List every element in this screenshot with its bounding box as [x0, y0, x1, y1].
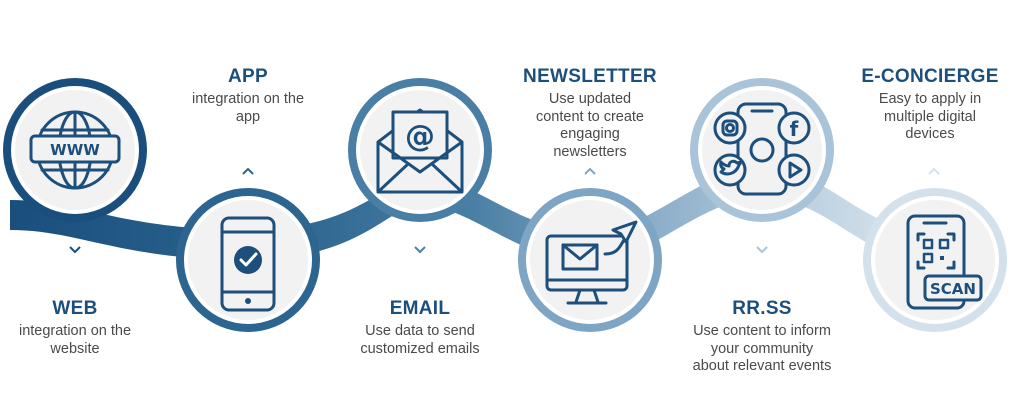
- chevron-down-icon: [69, 246, 81, 254]
- svg-text:@: @: [405, 119, 435, 154]
- svg-text:SCAN: SCAN: [930, 280, 976, 298]
- step-desc: Use updated content to create engaging n…: [535, 91, 644, 160]
- step-web: WEB integration on the website: [0, 298, 160, 358]
- step-desc: Easy to apply in multiple digital device…: [878, 91, 982, 142]
- svg-text:f: f: [790, 117, 799, 141]
- chevron-up-icon: [928, 167, 940, 175]
- step-newsletter: NEWSLETTER Use updated content to create…: [505, 66, 675, 161]
- step-title: APP: [228, 66, 268, 87]
- step-app: APP integration on the app: [163, 66, 333, 126]
- step-title: EMAIL: [389, 298, 451, 319]
- step-desc: Use data to send customized emails: [360, 323, 480, 357]
- step-desc: integration on the app: [191, 91, 305, 125]
- www-globe-icon: WWW: [29, 110, 121, 190]
- step-title: WEB: [52, 298, 98, 319]
- social-media-phone-icon: f: [713, 102, 811, 196]
- step-desc: Use content to inform your community abo…: [692, 323, 832, 374]
- chevron-down-icon: [756, 246, 768, 254]
- smartphone-check-icon: [220, 216, 276, 312]
- step-rrss: RR.SS Use content to inform your communi…: [677, 298, 847, 376]
- step-econcierge: E-CONCIERGE Easy to apply in multiple di…: [845, 66, 1015, 144]
- svg-text:WWW: WWW: [50, 141, 100, 159]
- step-title: NEWSLETTER: [523, 66, 657, 87]
- step-desc: integration on the website: [18, 323, 132, 357]
- chevron-up-icon: [584, 167, 596, 175]
- step-title: RR.SS: [732, 298, 792, 319]
- email-envelope-icon: @: [376, 108, 464, 194]
- chevron-down-icon: [414, 246, 426, 254]
- qr-scan-phone-icon: SCAN: [906, 214, 983, 310]
- step-email: EMAIL Use data to send customized emails: [335, 298, 505, 358]
- step-title: E-CONCIERGE: [861, 66, 999, 87]
- chevron-up-icon: [242, 167, 254, 175]
- newsletter-monitor-icon: [545, 220, 638, 305]
